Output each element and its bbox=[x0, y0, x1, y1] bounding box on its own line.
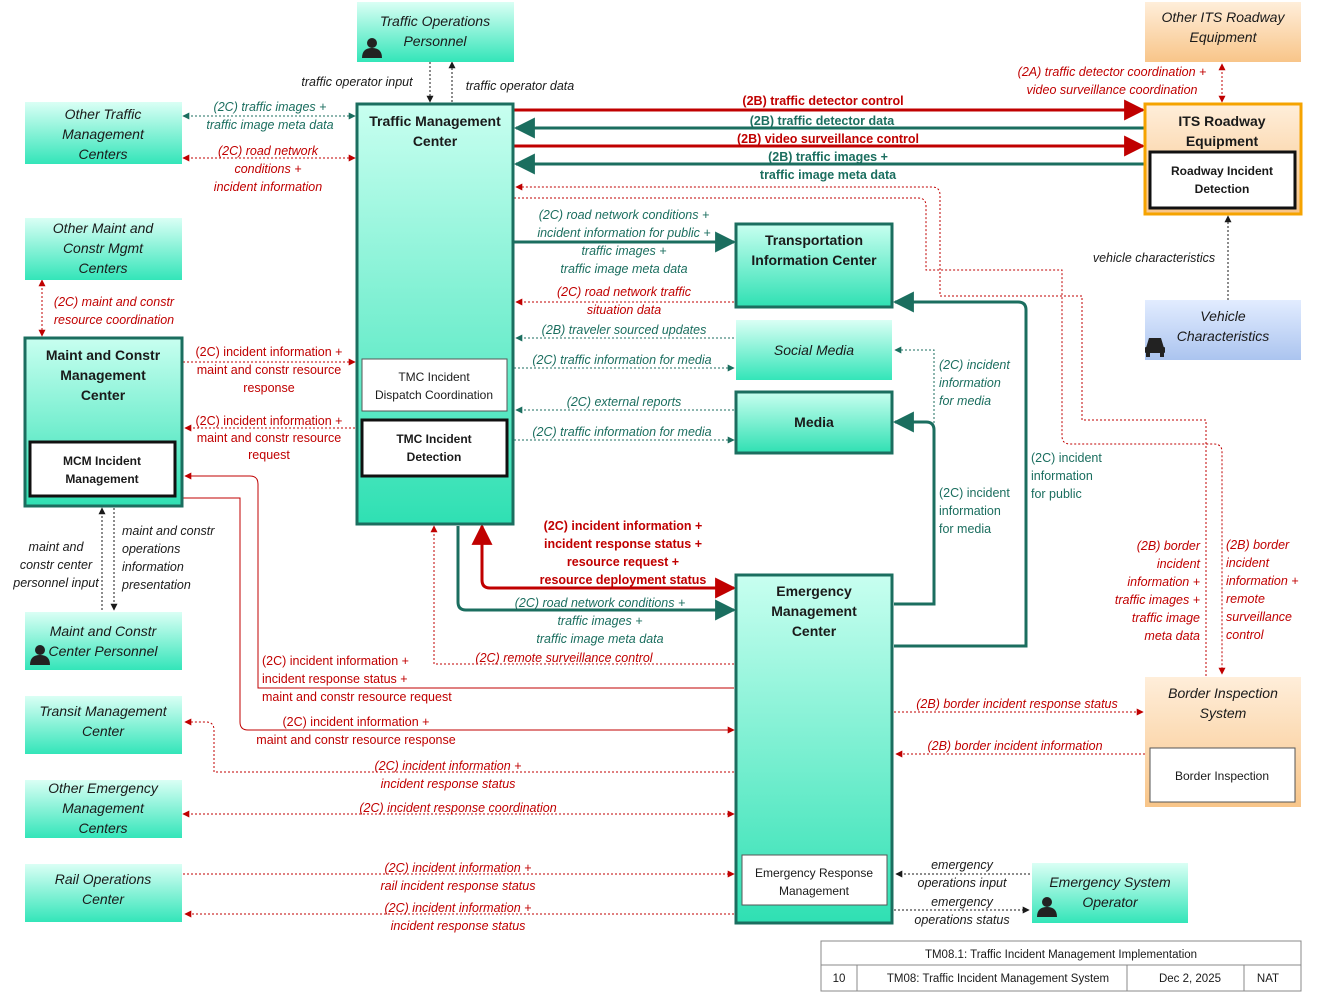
person-icon bbox=[1037, 897, 1057, 917]
node-social-media-label: Social Media bbox=[774, 342, 854, 358]
flow-label-remote-surveillance: (2C) remote surveillance control bbox=[475, 651, 653, 665]
vehicle-icon bbox=[1145, 338, 1165, 357]
flow-label-vehicle-characteristics: vehicle characteristics bbox=[1093, 251, 1215, 265]
person-icon bbox=[30, 645, 50, 665]
flow-label-external-reports: (2C) external reports bbox=[567, 395, 682, 409]
flow-label-incident-coordination: (2C) incident response coordination bbox=[359, 801, 556, 815]
flow-label-transit-incident: (2C) incident information +incident resp… bbox=[375, 759, 522, 791]
node-media-label: Media bbox=[794, 414, 834, 430]
footer-date: Dec 2, 2025 bbox=[1159, 973, 1221, 985]
flow-label-emc-road-network: (2C) road network conditions +traffic im… bbox=[515, 596, 686, 646]
flow-label-incident-response: (2C) incident information +incident resp… bbox=[540, 519, 707, 587]
flow-label-social-traffic-info: (2C) traffic information for media bbox=[532, 353, 711, 367]
flow-label-traffic-images-its: (2B) traffic images +traffic image meta … bbox=[760, 150, 897, 182]
flow-label-border-info: (2B) border incident information bbox=[927, 739, 1102, 753]
flow-label-operator-input: traffic operator input bbox=[301, 75, 413, 89]
flow-label-detector-data: (2B) traffic detector data bbox=[750, 114, 896, 128]
flow-label-media-traffic-info: (2C) traffic information for media bbox=[532, 425, 711, 439]
footer-title: TM08.1: Traffic Incident Management Impl… bbox=[925, 949, 1197, 961]
flow-label-tic-info: (2C) road network conditions +incident i… bbox=[537, 208, 710, 276]
flow-label-traveler-updates: (2B) traveler sourced updates bbox=[542, 323, 707, 337]
footer-page: 10 bbox=[833, 973, 846, 985]
flow-label-maint-resource-response: (2C) incident information +maint and con… bbox=[196, 345, 343, 395]
flow-label-emc-maint-request: (2C) incident information +incident resp… bbox=[262, 654, 452, 704]
flow-label-detector-control: (2B) traffic detector control bbox=[742, 94, 903, 108]
flow-label-border-response: (2B) border incident response status bbox=[916, 697, 1118, 711]
flow-label-rail-incident: (2C) incident information +incident resp… bbox=[385, 901, 532, 933]
node-border-inner-label: Border Inspection bbox=[1175, 769, 1269, 783]
flow-label-rail-status: (2C) incident information +rail incident… bbox=[381, 861, 536, 893]
node-media[interactable]: Media bbox=[734, 390, 894, 455]
flow-label-traffic-images-other-tmc: (2C) traffic images +traffic image meta … bbox=[206, 100, 333, 132]
flow-label-operator-data: traffic operator data bbox=[466, 79, 574, 93]
person-icon bbox=[362, 38, 382, 58]
footer-name: TM08: Traffic Incident Management System bbox=[887, 973, 1109, 985]
flow-label-maint-resource-request: (2C) incident information +maint and con… bbox=[196, 414, 343, 462]
flow-label-detector-coordination: (2A) traffic detector coordination +vide… bbox=[1018, 65, 1207, 97]
flow-label-video-control: (2B) video surveillance control bbox=[737, 132, 919, 146]
node-social-media[interactable]: Social Media bbox=[736, 320, 892, 380]
flow-label-emc-maint-response: (2C) incident information +maint and con… bbox=[256, 715, 455, 747]
footer-scope: NAT bbox=[1257, 973, 1279, 985]
footer-table: TM08.1: Traffic Incident Management Impl… bbox=[820, 940, 1302, 992]
node-border-inner[interactable]: Border Inspection bbox=[1149, 747, 1296, 803]
